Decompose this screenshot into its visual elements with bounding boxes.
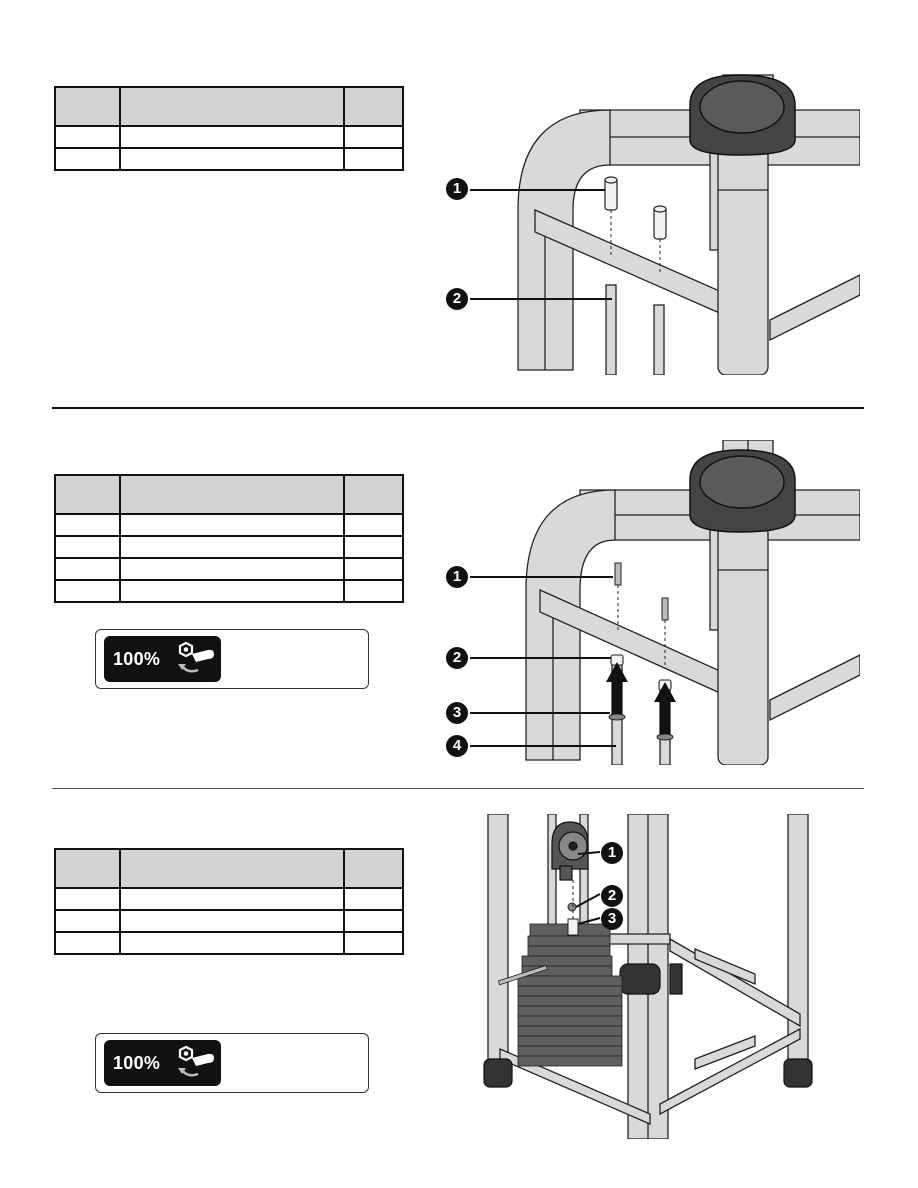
parts-table-step-1 — [53, 86, 405, 171]
cell — [53, 887, 122, 911]
cell — [119, 147, 345, 171]
parts-table-step-2 — [53, 474, 405, 603]
cell — [342, 125, 405, 149]
table-row — [53, 147, 405, 171]
callout-1: 1 — [446, 178, 468, 200]
cell — [342, 909, 405, 933]
section-divider — [52, 407, 864, 409]
cell — [119, 125, 345, 149]
callout-1: 1 — [446, 566, 468, 588]
cell — [53, 909, 122, 933]
cell — [342, 557, 405, 581]
cell — [53, 147, 122, 171]
torque-spec-box: 100% — [95, 1033, 369, 1093]
cell — [342, 887, 405, 911]
cell — [342, 931, 405, 955]
header-part-no — [53, 86, 122, 127]
header-part-no — [53, 848, 122, 889]
cell — [119, 909, 345, 933]
torque-percent: 100% — [113, 1053, 161, 1073]
wrench-nut-icon — [178, 641, 214, 673]
callout-3: 3 — [446, 702, 468, 724]
callout-1: 1 — [601, 842, 623, 864]
cell — [119, 887, 345, 911]
parts-table-step-3 — [53, 848, 405, 955]
cell — [53, 513, 122, 537]
header-qty — [342, 848, 405, 889]
table-row — [53, 909, 405, 933]
cell — [53, 579, 122, 603]
callout-2: 2 — [446, 647, 468, 669]
cell — [119, 931, 345, 955]
header-part-no — [53, 474, 122, 515]
section-divider — [52, 788, 864, 789]
cell — [342, 513, 405, 537]
cell — [53, 931, 122, 955]
table-row — [53, 513, 405, 537]
cell — [53, 125, 122, 149]
header-description — [119, 848, 345, 889]
table-header — [53, 474, 405, 515]
table-row — [53, 579, 405, 603]
cell — [119, 579, 345, 603]
table-header — [53, 848, 405, 889]
cell — [53, 535, 122, 559]
table-row — [53, 125, 405, 149]
step-2-section: 100% — [0, 410, 918, 788]
wrench-nut-icon — [178, 1045, 214, 1077]
step-3-section: 100% — [0, 790, 918, 1188]
torque-badge: 100% — [104, 1040, 221, 1086]
assembly-figure-step-3 — [483, 814, 813, 1139]
header-description — [119, 474, 345, 515]
cell — [119, 557, 345, 581]
cell — [342, 147, 405, 171]
assembly-figure-step-1 — [470, 74, 860, 375]
cell — [53, 557, 122, 581]
cell — [342, 535, 405, 559]
callout-4: 4 — [446, 735, 468, 757]
torque-spec-box: 100% — [95, 629, 369, 689]
assembly-figure-step-2 — [470, 440, 860, 765]
cell — [342, 579, 405, 603]
cell — [119, 513, 345, 537]
table-row — [53, 557, 405, 581]
header-qty — [342, 474, 405, 515]
callout-2: 2 — [446, 288, 468, 310]
table-row — [53, 931, 405, 955]
torque-badge: 100% — [104, 636, 221, 682]
header-description — [119, 86, 345, 127]
table-header — [53, 86, 405, 127]
callout-2: 2 — [601, 885, 623, 907]
header-qty — [342, 86, 405, 127]
step-1-section: 1 2 — [0, 0, 918, 408]
torque-percent: 100% — [113, 649, 161, 669]
callout-3: 3 — [601, 908, 623, 930]
cell — [119, 535, 345, 559]
table-row — [53, 535, 405, 559]
table-row — [53, 887, 405, 911]
